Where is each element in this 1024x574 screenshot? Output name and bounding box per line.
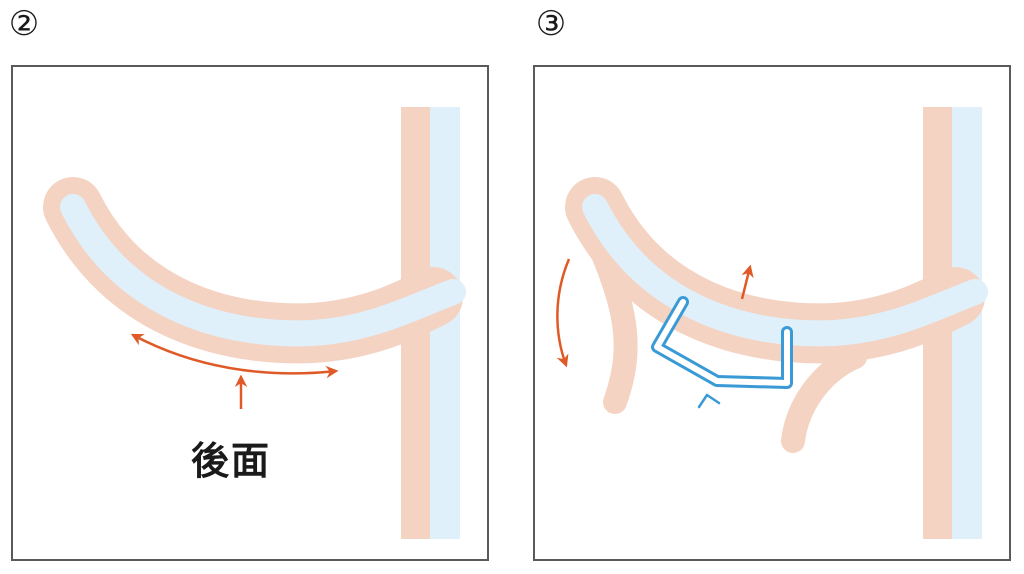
motion-arrow-up [740,264,754,300]
panel-step-2: 後面 [11,65,489,561]
floss-tick [697,393,721,409]
step-label-2: ② [8,4,40,44]
motion-arrow-curve [556,258,571,368]
diagram-step-2 [43,107,466,539]
gum-flap-right [781,345,867,453]
floss-loop-inner [654,299,790,386]
caption-back-surface: 後面 [191,439,272,483]
step-label-3: ③ [535,4,567,44]
motion-arrow-double [130,333,339,379]
diagram-step-3 [556,107,988,539]
panel-step-3 [533,65,1011,561]
tooth-curve [582,194,988,347]
tooth-curve [60,194,466,347]
